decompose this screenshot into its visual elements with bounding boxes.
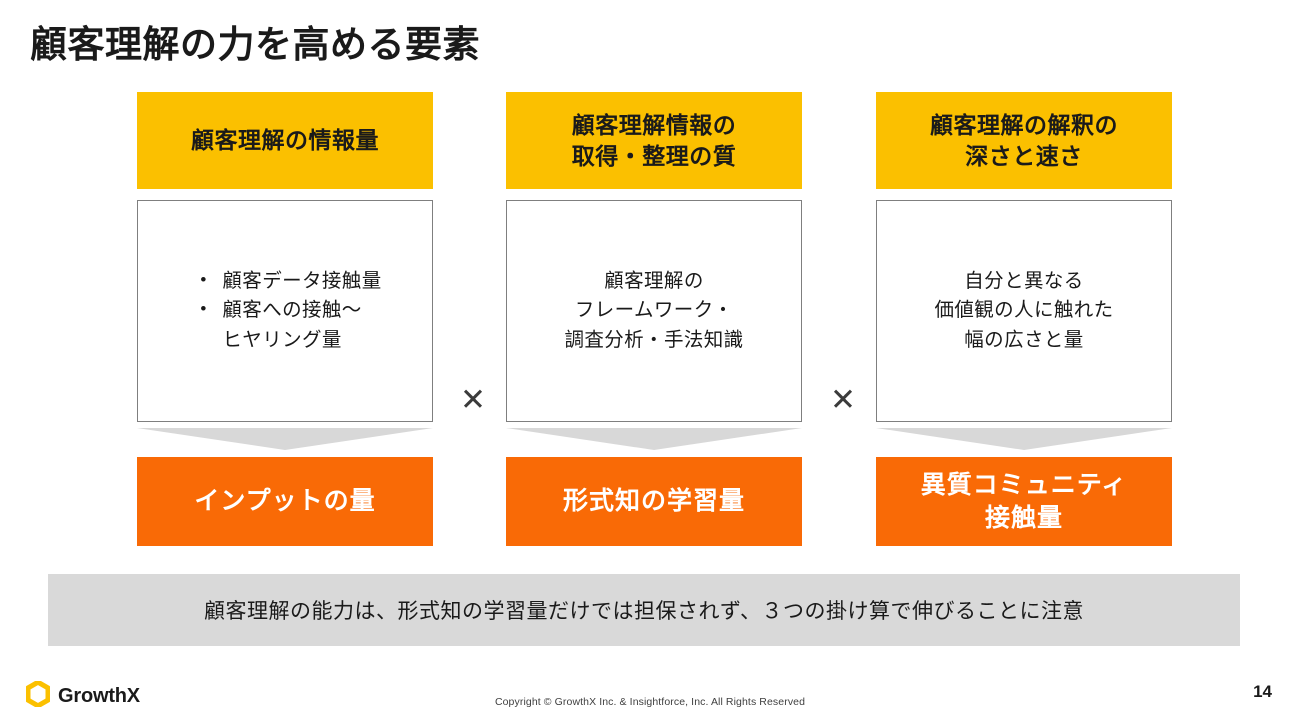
brand-logo: GrowthX <box>25 679 140 712</box>
column-3-header: 顧客理解の解釈の深さと速さ <box>876 92 1172 189</box>
list-item: • 顧客データ接触量 <box>200 267 381 296</box>
page-number: 14 <box>1253 682 1272 701</box>
brand-name: GrowthX <box>58 685 140 707</box>
list-item-label: 顧客データ接触量 <box>222 270 382 293</box>
formula-column-1: 顧客理解の情報量 • 顧客データ接触量 • 顧客への接触〜ヒヤリング量 インプッ… <box>137 92 433 546</box>
column-1-body: • 顧客データ接触量 • 顧客への接触〜ヒヤリング量 <box>137 200 433 422</box>
page-title: 顧客理解の力を高める要素 <box>30 24 480 65</box>
formula-columns: 顧客理解の情報量 • 顧客データ接触量 • 顧客への接触〜ヒヤリング量 インプッ… <box>0 92 1300 552</box>
formula-column-3: 顧客理解の解釈の深さと速さ 自分と異なる価値観の人に触れた幅の広さと量 異質コミ… <box>876 92 1172 546</box>
column-2-arrow <box>506 428 802 454</box>
bullet-dot-icon: • <box>200 299 207 319</box>
hexagon-logo-icon <box>25 679 51 712</box>
column-1-bullet-list: • 顧客データ接触量 • 顧客への接触〜ヒヤリング量 <box>188 267 381 355</box>
column-2-header: 顧客理解情報の取得・整理の質 <box>506 92 802 189</box>
column-1-header: 顧客理解の情報量 <box>137 92 433 189</box>
multiply-icon-2: ✕ <box>830 382 856 417</box>
arrow-down-icon <box>137 428 433 450</box>
column-2-body: 顧客理解のフレームワーク・調査分析・手法知識 <box>506 200 802 422</box>
arrow-down-icon <box>506 428 802 450</box>
column-3-footer: 異質コミュニティ接触量 <box>876 457 1172 546</box>
note-banner: 顧客理解の能力は、形式知の学習量だけでは担保されず、３つの掛け算で伸びることに注… <box>48 574 1240 646</box>
column-1-arrow <box>137 428 433 454</box>
column-3-arrow <box>876 428 1172 454</box>
list-item-label: 顧客への接触〜ヒヤリング量 <box>222 299 362 351</box>
copyright-text: Copyright © GrowthX Inc. & Insightforce,… <box>494 696 806 708</box>
column-3-body: 自分と異なる価値観の人に触れた幅の広さと量 <box>876 200 1172 422</box>
column-2-footer: 形式知の学習量 <box>506 457 802 546</box>
column-1-footer: インプットの量 <box>137 457 433 546</box>
list-item: • 顧客への接触〜ヒヤリング量 <box>200 296 381 355</box>
bullet-dot-icon: • <box>200 270 207 290</box>
arrow-down-icon <box>876 428 1172 450</box>
formula-column-2: 顧客理解情報の取得・整理の質 顧客理解のフレームワーク・調査分析・手法知識 形式… <box>506 92 802 546</box>
multiply-icon-1: ✕ <box>460 382 486 417</box>
